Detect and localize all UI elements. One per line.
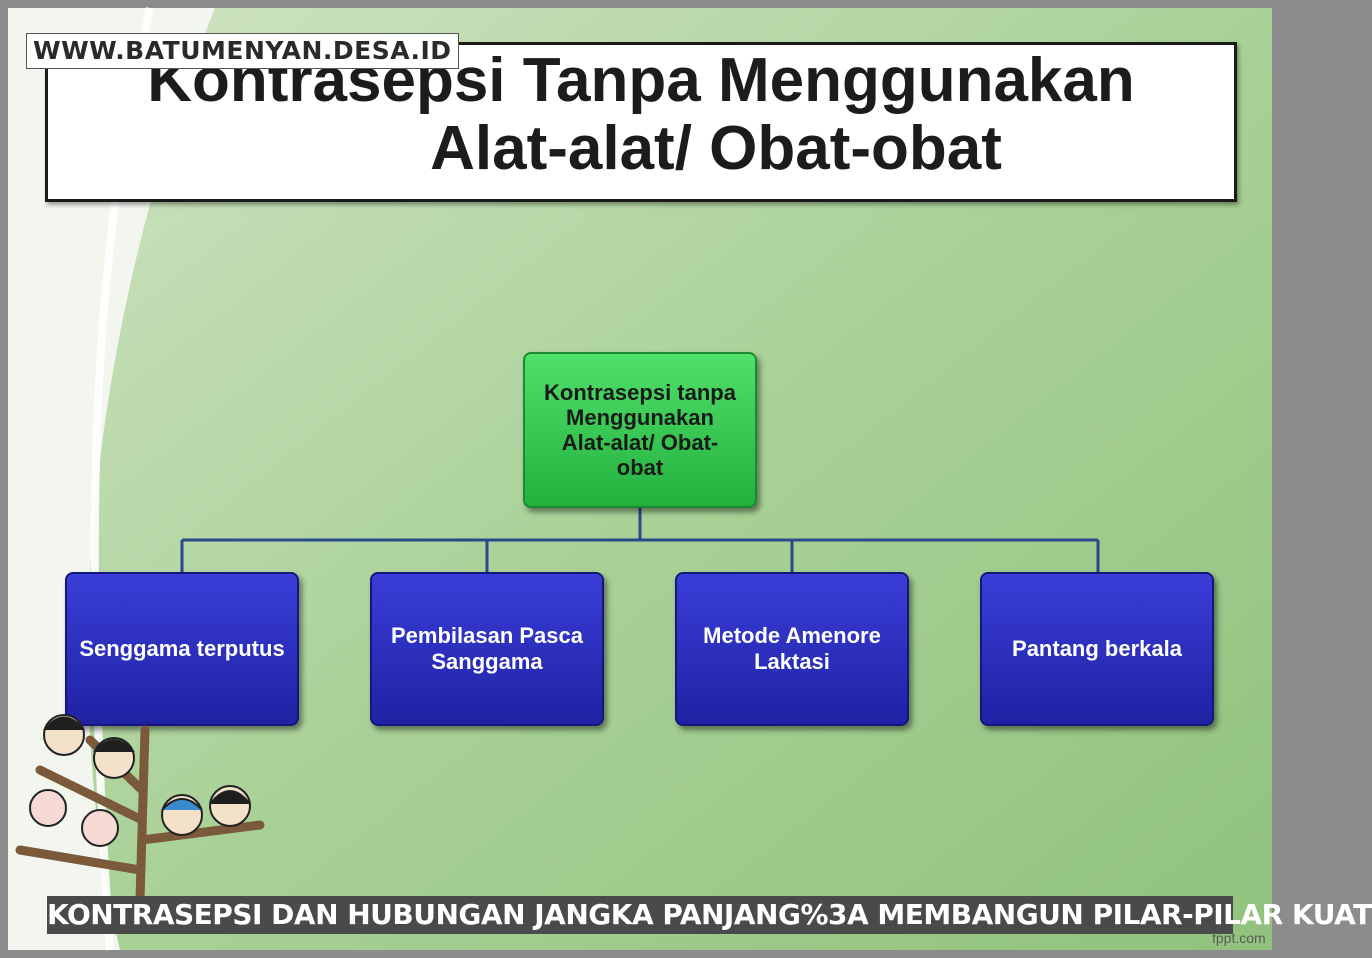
child-node-label: Pembilasan Pasca Sanggama (390, 623, 583, 674)
article-caption-bar: KONTRASEPSI DAN HUBUNGAN JANGKA PANJANG%… (47, 896, 1372, 934)
slide-image: Kontrasepsi Tanpa Menggunakan Alat-alat/… (8, 7, 1372, 951)
diagram-connectors (180, 508, 1100, 572)
diagram-root-node: Kontrasepsi tanpa Menggunakan Alat-alat/… (523, 352, 757, 508)
child-node-label: Metode Amenore Laktasi (703, 623, 881, 674)
root-node-label: Kontrasepsi tanpa Menggunakan Alat-alat/… (544, 380, 736, 480)
site-watermark: WWW.BATUMENYAN.DESA.ID (26, 33, 459, 69)
slide-title-line-2: Alat-alat/ Obat-obat (430, 114, 1002, 183)
tree-with-family-faces-icon (15, 714, 265, 905)
diagram-child-node-senggama-terputus: Senggama terputus (65, 572, 299, 726)
diagram-child-node-pantang-berkala: Pantang berkala (980, 572, 1214, 726)
diagram-child-node-mal: Metode Amenore Laktasi (675, 572, 909, 726)
slide-footer-brand: fppt.com (1212, 930, 1266, 946)
child-node-label: Pantang berkala (1012, 636, 1182, 661)
diagram-child-node-pembilasan: Pembilasan Pasca Sanggama (370, 572, 604, 726)
child-node-label: Senggama terputus (79, 636, 285, 661)
